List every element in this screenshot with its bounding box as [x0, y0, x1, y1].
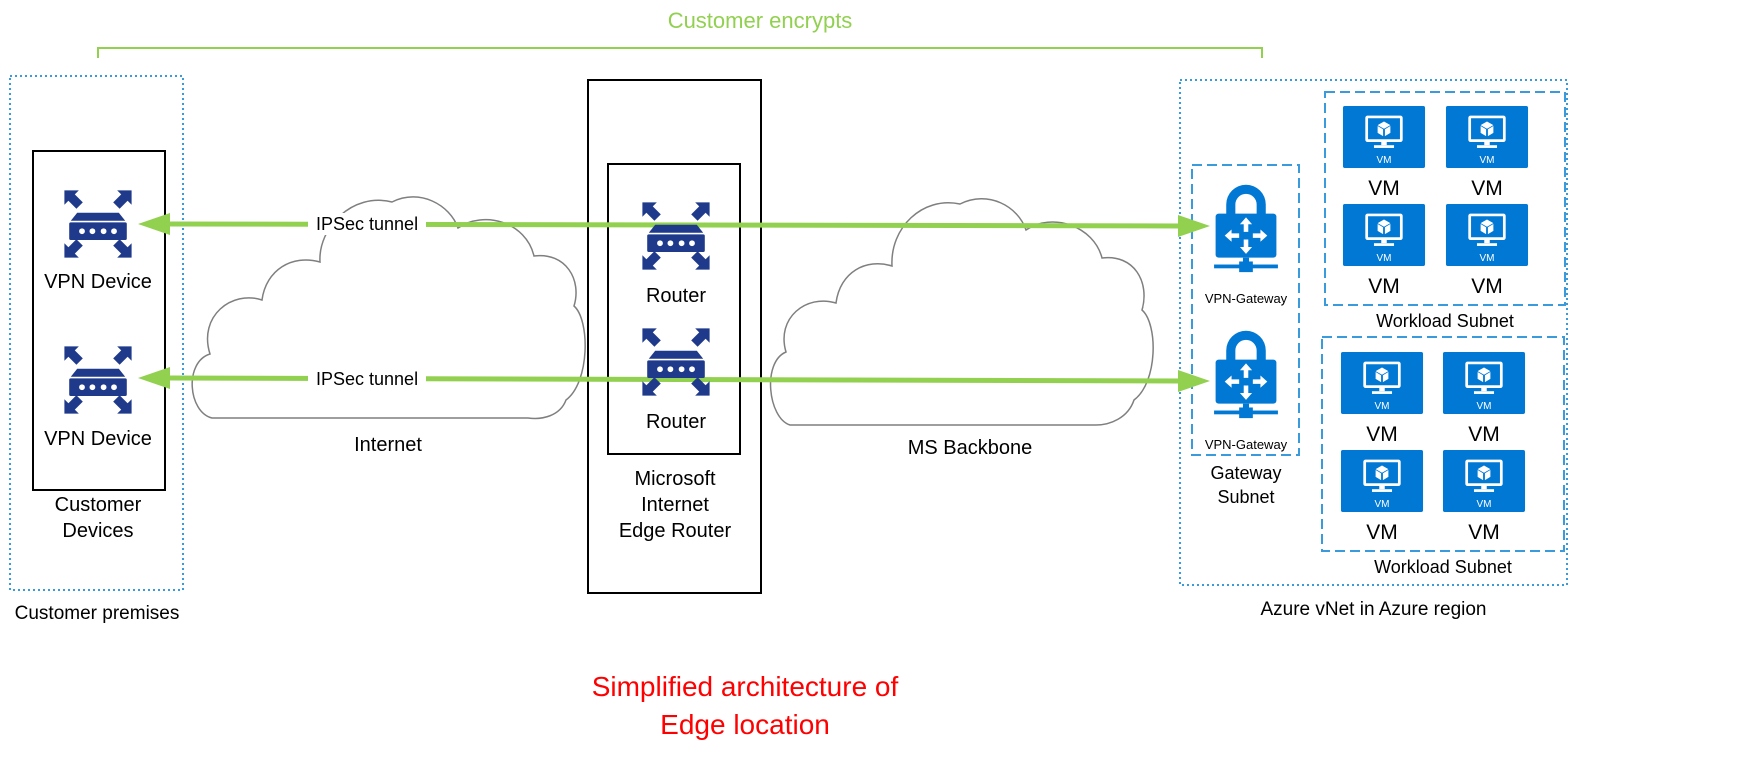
edge-location-caption: Simplified architecture of Edge location [540, 668, 950, 744]
vpn-gateway-label: VPN-Gateway [1204, 437, 1288, 452]
customer-encrypts-label: Customer encrypts [667, 8, 853, 33]
vpn-gateway-icon [1214, 330, 1278, 419]
vpn-gateway-label: VPN-Gateway [1204, 291, 1288, 306]
edge-location-box [587, 79, 762, 594]
edge-router-label: Microsoft Internet Edge Router [590, 466, 760, 544]
gateway-subnet-box [1191, 164, 1300, 456]
vpn-device-label: VPN Device [44, 428, 152, 450]
vm-badge-text: VM [1375, 499, 1390, 510]
router-label: Router [645, 411, 707, 433]
ipsec-tunnel-label: IPSec tunnel [308, 368, 427, 390]
router-label: Router [645, 285, 707, 307]
vm-label: VM [1468, 521, 1500, 544]
vm-badge-text: VM [1480, 253, 1495, 264]
vm-badge-text: VM [1375, 401, 1390, 412]
vpn-device-icon [64, 346, 132, 414]
tunnel-arrowhead-left [138, 367, 170, 389]
workload-subnet-label: Workload Subnet [1374, 557, 1512, 577]
router-icon [642, 328, 710, 396]
workload-subnet-box [1321, 336, 1565, 552]
customer-premises-boundary [9, 75, 184, 591]
customer-devices-box [32, 150, 166, 491]
vm-label: VM [1368, 275, 1400, 298]
ms-backbone-cloud [769, 198, 1154, 426]
vm-label: VM [1366, 521, 1398, 544]
vpn-gateway-icon [1214, 184, 1278, 273]
tunnel-arrowhead-right [1178, 215, 1210, 237]
vm-badge-text: VM [1377, 155, 1392, 166]
edge-location-caption-line2: Edge location [660, 709, 830, 740]
vm-label: VM [1366, 423, 1398, 446]
workload-subnet-label: Workload Subnet [1376, 311, 1514, 331]
vm-badge-text: VM [1477, 401, 1492, 412]
internet-cloud [191, 196, 586, 420]
gateway-subnet-label-line1: Gateway [1210, 463, 1282, 483]
encryption-bracket [97, 47, 1263, 58]
customer-devices-label-line2: Devices [62, 520, 134, 542]
internet-label: Internet [354, 434, 422, 456]
vpn-device-icon [64, 190, 132, 258]
customer-devices-label: Customer Devices [18, 492, 178, 544]
edge-router-label-line1: Microsoft [634, 468, 716, 490]
ms-backbone-label: MS Backbone [907, 437, 1033, 459]
edge-location-caption-line1: Simplified architecture of [591, 671, 899, 702]
edge-router-box [607, 163, 741, 455]
gateway-subnet-label-line2: Subnet [1217, 487, 1275, 507]
gateway-subnet-label: Gateway Subnet [1176, 461, 1316, 509]
workload-subnet-box [1324, 91, 1566, 306]
vm-badge-text: VM [1480, 155, 1495, 166]
vm-badge-text: VM [1377, 253, 1392, 264]
vm-label: VM [1471, 275, 1503, 298]
azure-vnet-boundary [1179, 79, 1568, 586]
edge-router-label-line3: Edge Router [618, 520, 732, 542]
vm-label: VM [1368, 177, 1400, 200]
ipsec-tunnel-label: IPSec tunnel [308, 213, 427, 235]
vm-label: VM [1468, 423, 1500, 446]
vm-label: VM [1471, 177, 1503, 200]
edge-router-label-line2: Internet [641, 494, 709, 516]
azure-vnet-label: Azure vNet in Azure region [1260, 599, 1487, 620]
tunnel-arrowhead-right [1178, 370, 1210, 392]
router-icon [642, 202, 710, 270]
customer-devices-label-line1: Customer [54, 494, 142, 516]
vpn-device-label: VPN Device [44, 271, 152, 293]
vm-badge-text: VM [1477, 499, 1492, 510]
customer-premises-label: Customer premises [14, 603, 180, 624]
tunnel-arrowhead-left [138, 213, 170, 235]
